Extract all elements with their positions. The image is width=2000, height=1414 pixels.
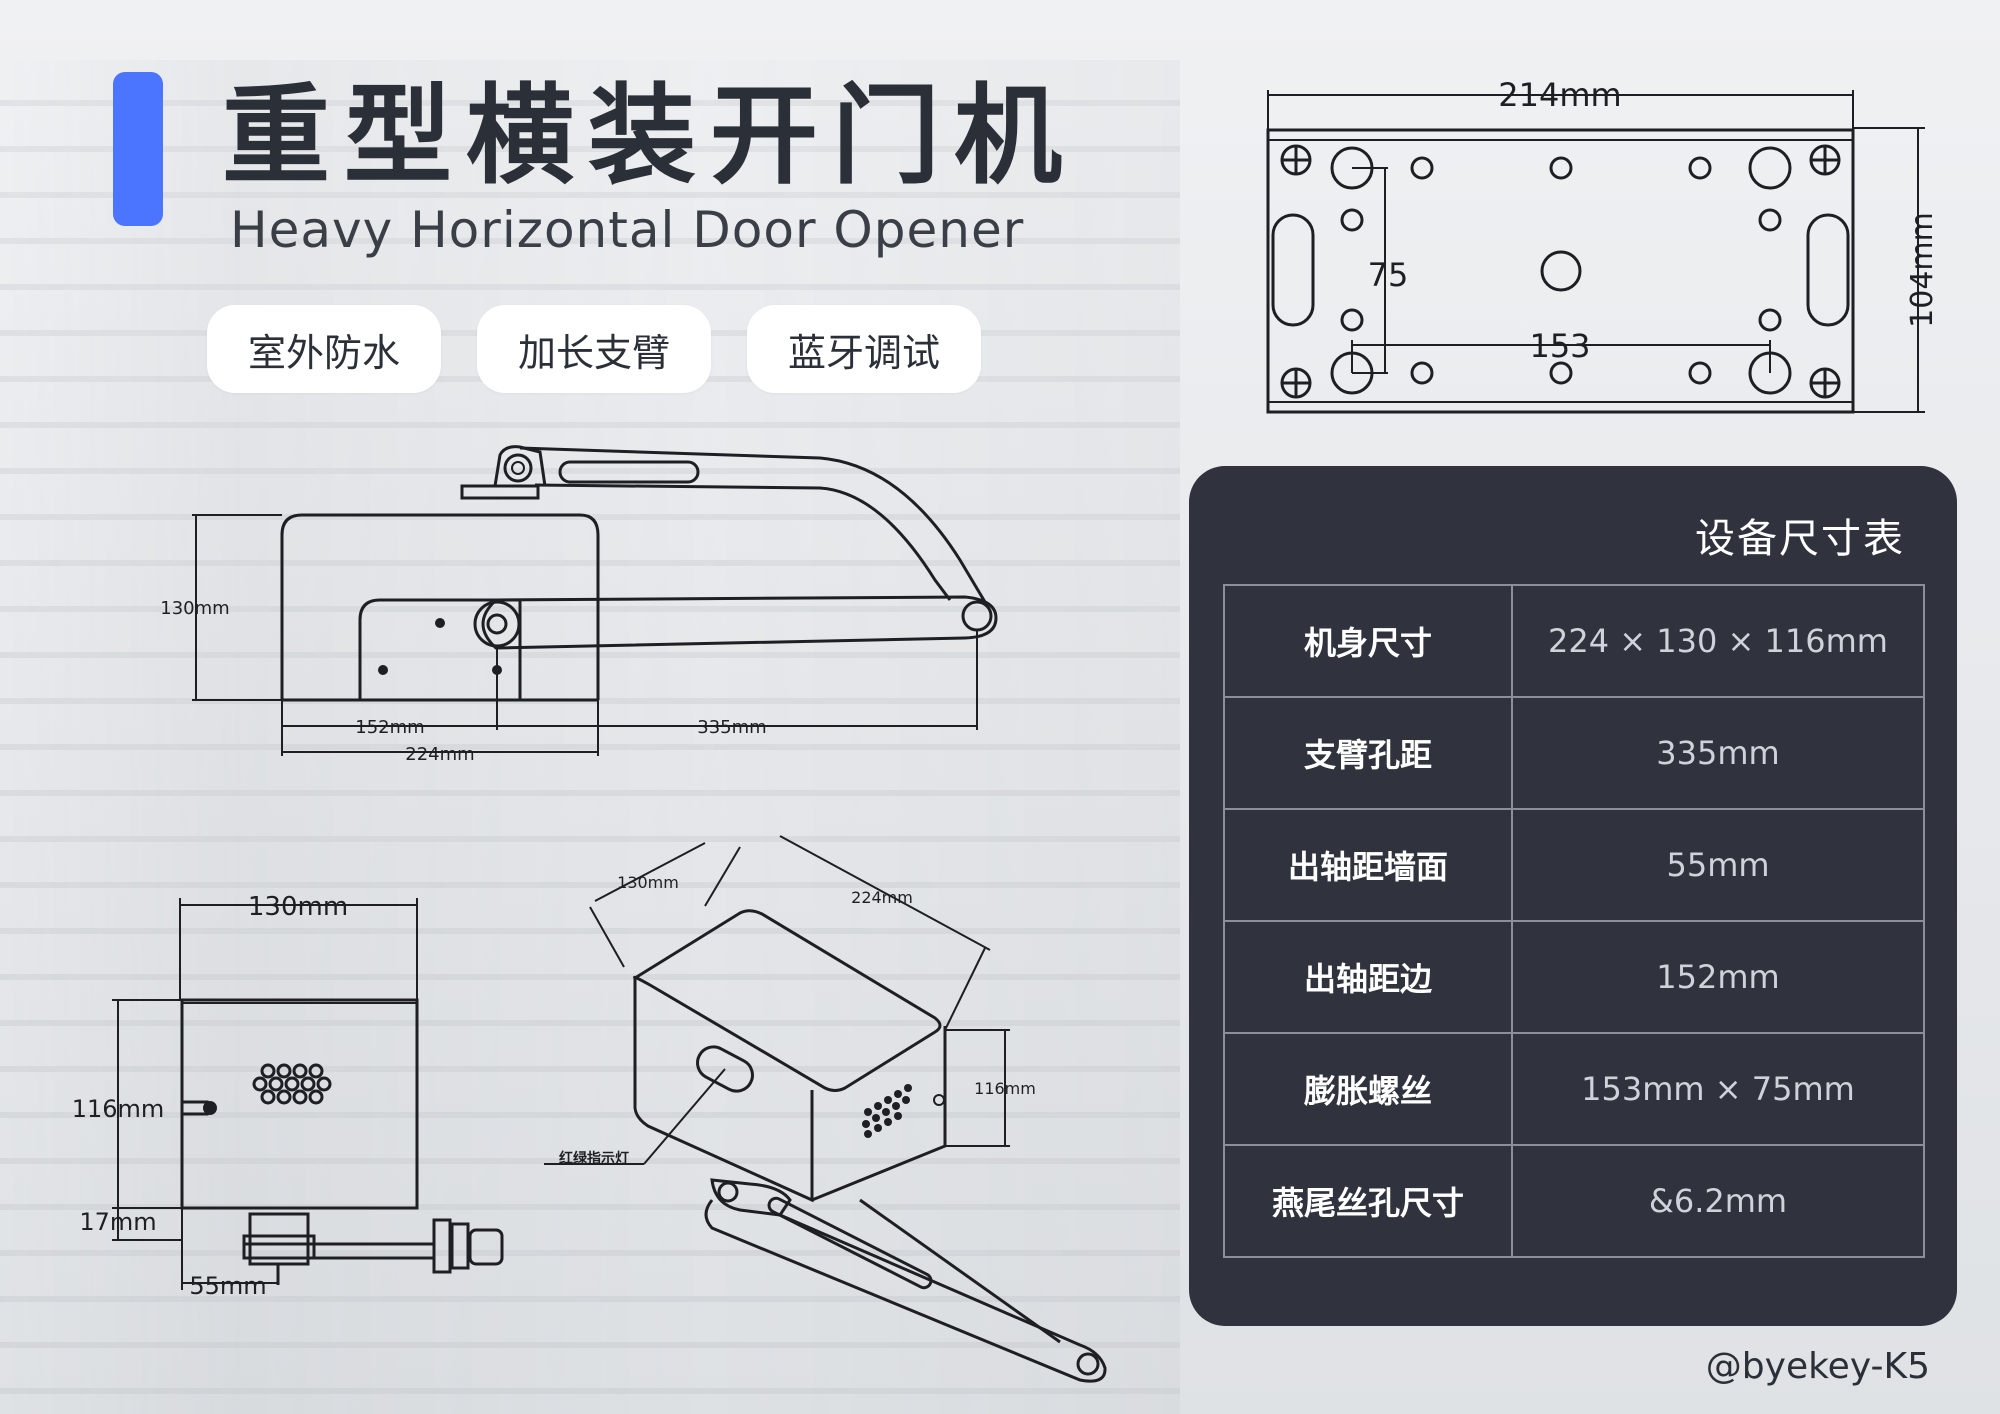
front-width-label: 130mm: [248, 892, 348, 922]
front-height-label: 116mm: [72, 1095, 165, 1123]
side-height-label: 130mm: [160, 598, 229, 619]
table-row: 出轴距边 152mm: [1223, 920, 1925, 1034]
spec-value: 55mm: [1511, 808, 1925, 922]
iso-view-drawing: 130mm 224mm 116mm 红绿指示灯: [544, 835, 1107, 1383]
table-row: 燕尾丝孔尺寸 &6.2mm: [1223, 1144, 1925, 1258]
background-building-photo: [0, 60, 1180, 1414]
front-base-label: 17mm: [79, 1208, 156, 1236]
front-axis-label: 55mm: [189, 1272, 266, 1300]
table-row: 机身尺寸 224 × 130 × 116mm: [1223, 584, 1925, 698]
side-length-label: 224mm: [405, 744, 474, 765]
spec-panel: 设备尺寸表 机身尺寸 224 × 130 × 116mm 支臂孔距 335mm …: [1189, 466, 1957, 1326]
plate-hole-v-label: 75: [1368, 256, 1409, 294]
table-row: 膨胀螺丝 153mm × 75mm: [1223, 1032, 1925, 1146]
front-view-drawing: 130mm 116mm 17mm 55mm: [72, 892, 504, 1300]
table-row: 出轴距墙面 55mm: [1223, 808, 1925, 922]
spec-value: &6.2mm: [1511, 1144, 1925, 1258]
spec-value: 335mm: [1511, 696, 1925, 810]
spec-value: 152mm: [1511, 920, 1925, 1034]
mount-plate-drawing: 214mm 104mm 75: [1266, 76, 1940, 414]
page-subtitle: Heavy Horizontal Door Opener: [230, 201, 1025, 259]
spec-table: 机身尺寸 224 × 130 × 116mm 支臂孔距 335mm 出轴距墙面 …: [1223, 584, 1925, 1258]
plate-hole-h-label: 153: [1529, 327, 1590, 365]
spec-table-title: 设备尺寸表: [1695, 516, 1905, 562]
page-title: 重型横装开门机: [222, 74, 1077, 199]
side-offset-label: 152mm: [355, 717, 424, 738]
spec-label: 机身尺寸: [1223, 584, 1513, 698]
iso-height-label: 116mm: [974, 1079, 1036, 1098]
spec-label: 燕尾丝孔尺寸: [1223, 1144, 1513, 1258]
spec-label: 支臂孔距: [1223, 696, 1513, 810]
tag-bluetooth: 蓝牙调试: [747, 305, 981, 393]
iso-depth-label: 130mm: [617, 873, 679, 892]
spec-label: 出轴距边: [1223, 920, 1513, 1034]
side-arm-span-label: 335mm: [697, 717, 766, 738]
plate-height-label: 104mm: [1905, 212, 1940, 328]
plate-width-label: 214mm: [1498, 76, 1621, 114]
title-accent-bar: [113, 72, 163, 226]
watermark-handle: @byekey-K5: [1705, 1346, 1930, 1387]
tag-extended-arm: 加长支臂: [477, 305, 711, 393]
table-row: 支臂孔距 335mm: [1223, 696, 1925, 810]
spec-label: 出轴距墙面: [1223, 808, 1513, 922]
side-view-drawing: 130mm 152mm 335mm 224mm: [160, 445, 998, 765]
tag-waterproof: 室外防水: [207, 305, 441, 393]
spec-value: 224 × 130 × 116mm: [1511, 584, 1925, 698]
spec-label: 膨胀螺丝: [1223, 1032, 1513, 1146]
iso-led-label: 红绿指示灯: [559, 1150, 629, 1167]
iso-length-label: 224mm: [851, 888, 913, 907]
spec-value: 153mm × 75mm: [1511, 1032, 1925, 1146]
